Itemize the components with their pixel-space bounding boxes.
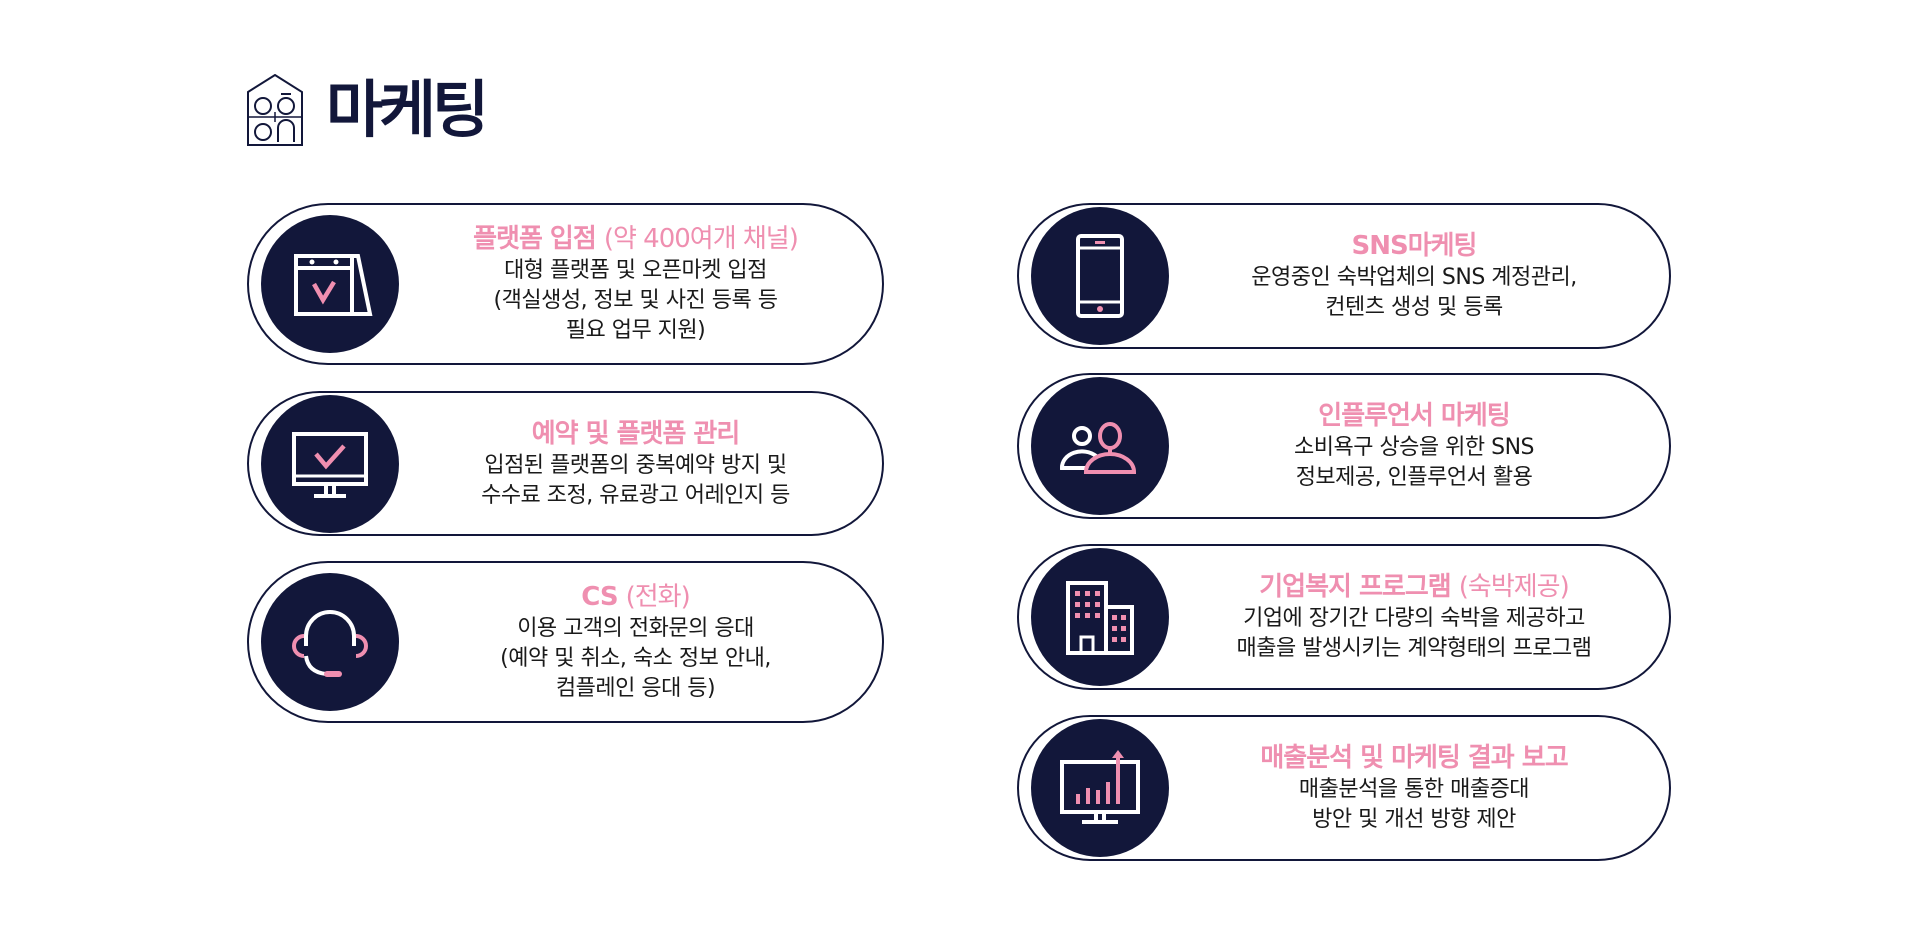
card-line: 운영중인 숙박업체의 SNS 계정관리, — [1251, 265, 1577, 290]
card-line: 이용 고객의 전화문의 응대 — [517, 616, 754, 641]
card-line: 컨텐츠 생성 및 등록 — [1325, 295, 1503, 320]
card-title: 매출분석 및 마케팅 결과 보고 — [1260, 743, 1568, 773]
service-card-corporate: 기업복지 프로그램 (숙박제공) 기업에 장기간 다량의 숙박을 제공하고 매출… — [1017, 544, 1671, 690]
card-line: 컴플레인 응대 등) — [555, 676, 716, 701]
card-line: 입점된 플랫폼의 중복예약 방지 및 — [484, 452, 787, 478]
card-title: CS (전화) — [581, 582, 691, 612]
company-logo — [247, 74, 303, 146]
smartphone-icon — [1076, 234, 1124, 318]
service-card-platform-entry: 플랫폼 입점 (약 400여개 채널) 대형 플랫폼 및 오픈마켓 입점 (객실… — [247, 203, 884, 365]
service-card-sales-report: 매출분석 및 마케팅 결과 보고 매출분석을 통한 매출증대 방안 및 개선 방… — [1017, 715, 1671, 861]
card-line: (예약 및 취소, 숙소 정보 안내, — [500, 646, 771, 671]
card-line: 소비욕구 상승을 위한 SNS — [1293, 435, 1535, 460]
card-title: 인플루언서 마케팅 — [1318, 401, 1510, 431]
card-title: SNS마케팅 — [1351, 231, 1478, 261]
card-line: 정보제공, 인플루언서 활용 — [1295, 465, 1533, 490]
card-line: 매출을 발생시키는 계약형태의 프로그램 — [1236, 636, 1592, 661]
card-title: 플랫폼 입점 (약 400여개 채널) — [473, 224, 799, 254]
service-card-sns: SNS마케팅 운영중인 숙박업체의 SNS 계정관리, 컨텐츠 생성 및 등록 — [1017, 203, 1671, 349]
card-line: 필요 업무 지원) — [565, 318, 706, 343]
card-title: 기업복지 프로그램 (숙박제공) — [1259, 572, 1569, 602]
service-card-cs: CS (전화) 이용 고객의 전화문의 응대 (예약 및 취소, 숙소 정보 안… — [247, 561, 884, 723]
card-title: 예약 및 플랫폼 관리 — [531, 418, 741, 449]
card-line: 수수료 조정, 유료광고 어레인지 등 — [481, 482, 790, 508]
building-icon — [1066, 581, 1134, 655]
service-card-influencer: 인플루언서 마케팅 소비욕구 상승을 위한 SNS 정보제공, 인플루언서 활용 — [1017, 373, 1671, 519]
page-title: 마케팅 — [326, 73, 489, 146]
service-card-reservation: 예약 및 플랫폼 관리 입점된 플랫폼의 중복예약 방지 및 수수료 조정, 유… — [247, 391, 884, 536]
headset-icon — [292, 610, 368, 677]
calendar-check-icon — [294, 254, 373, 316]
card-line: 방안 및 개선 방향 제안 — [1312, 807, 1516, 832]
card-line: 대형 플랫폼 및 오픈마켓 입점 — [504, 258, 767, 283]
monitor-check-icon — [292, 431, 368, 498]
chart-monitor-icon — [1060, 750, 1140, 824]
card-line: 매출분석을 통한 매출증대 — [1298, 777, 1530, 802]
users-icon — [1060, 422, 1137, 474]
card-line: 기업에 장기간 다량의 숙박을 제공하고 — [1243, 606, 1585, 631]
card-line: (객실생성, 정보 및 사진 등록 등 — [493, 288, 778, 313]
